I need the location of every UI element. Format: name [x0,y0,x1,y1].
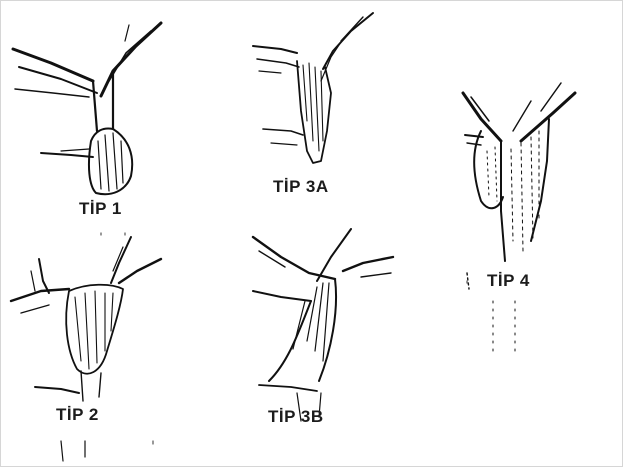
label-tip3b: TİP 3B [268,407,324,427]
tip4-sketch [463,83,575,351]
label-tip1: TİP 1 [79,199,122,219]
label-tip3a: TİP 3A [273,177,329,197]
tip3b-sketch [253,229,393,421]
label-tip2: TİP 2 [56,405,99,425]
tip1-sketch [13,23,161,194]
tip2-sketch [11,237,161,461]
label-tip4: TİP 4 [487,271,530,291]
tip3a-sketch [253,13,373,163]
